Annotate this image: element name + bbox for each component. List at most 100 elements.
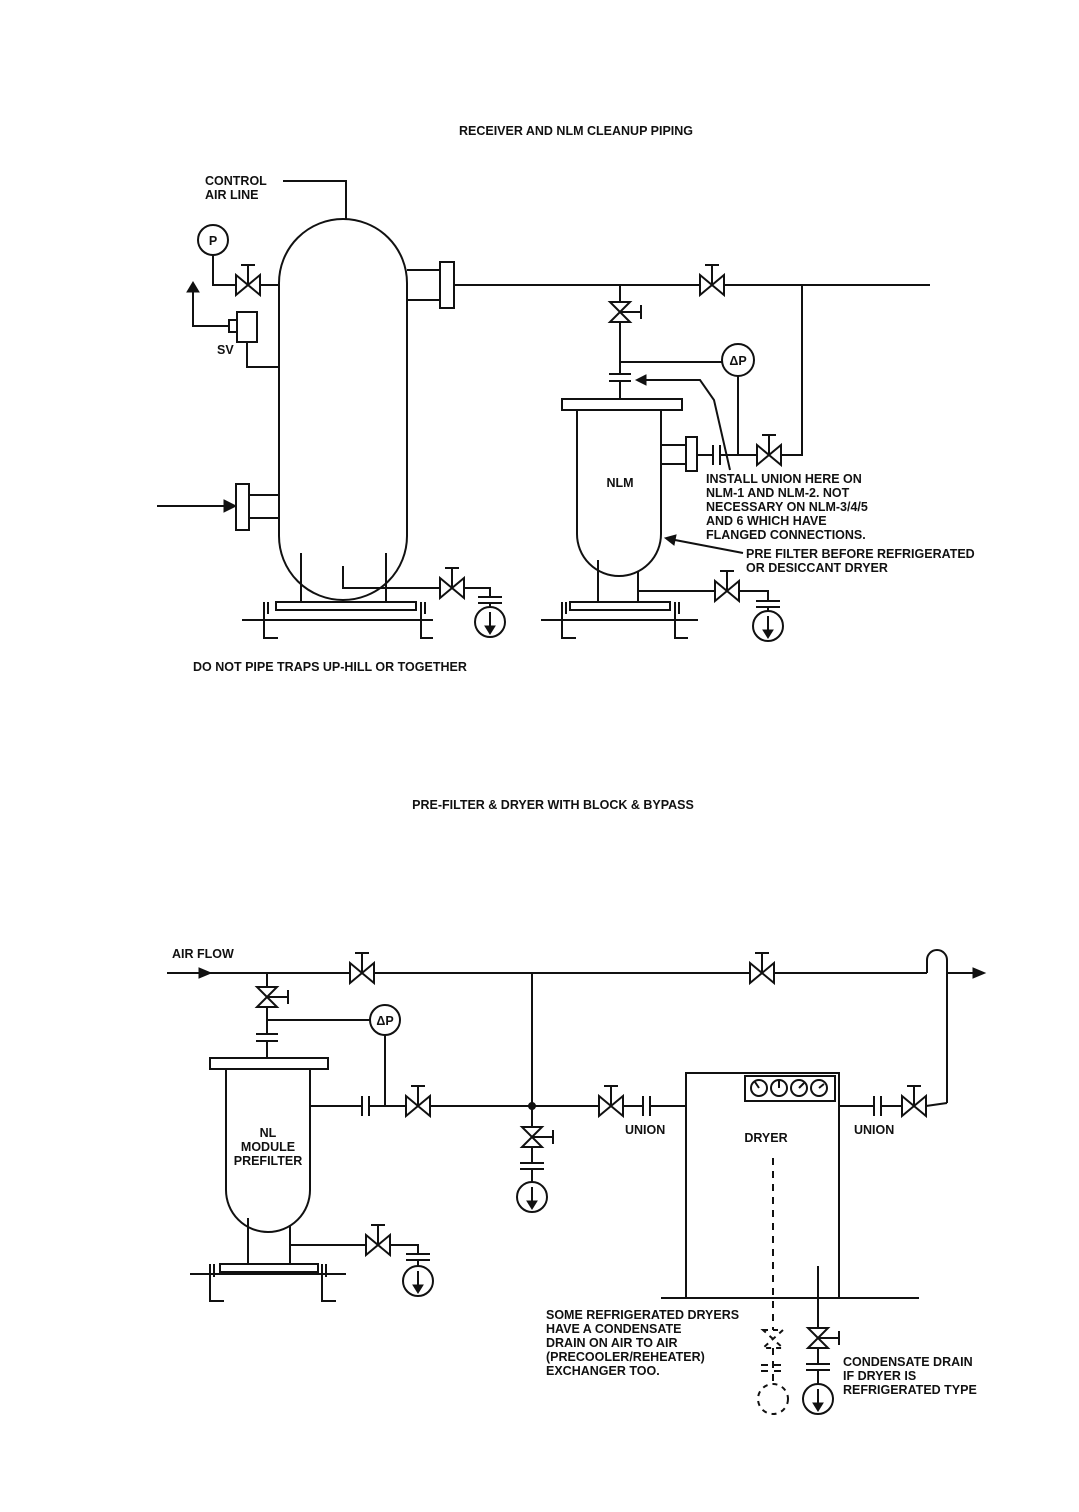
receiver-trap-arrow: [484, 625, 496, 635]
dryer-outlet-valve-stem: [907, 1085, 921, 1106]
nlm-inlet-union: [609, 322, 631, 399]
dryer-gauge-4-needle: [818, 1083, 825, 1089]
safety-valve-discharge: [192, 290, 229, 327]
top-title: RECEIVER AND NLM CLEANUP PIPING: [459, 124, 693, 138]
prefilter-dp-gauge-label: ΔP: [376, 1014, 393, 1028]
safety-valve-port: [228, 319, 238, 333]
receiver-tank: [278, 218, 408, 601]
dryer-label: DRYER: [744, 1131, 787, 1145]
air-flow-arrow: [198, 967, 213, 979]
drain-note-line-1: CONDENSATE DRAIN: [843, 1355, 973, 1369]
control-air-line-pipe: [283, 180, 347, 222]
prefilter-drain-line: [289, 1232, 366, 1246]
precooler-drain-valve-icon: [760, 1329, 786, 1349]
union-note-arrow: [634, 374, 647, 386]
dryer-gauge-1-needle: [754, 1081, 760, 1089]
dryer-cabinet: [685, 1072, 840, 1299]
nlm-outlet-flange: [685, 436, 698, 472]
condensate-trap-arrow: [812, 1402, 824, 1412]
prefilter-inlet-valve-stem: [267, 990, 289, 1004]
prefilter-foundation: [190, 1264, 346, 1302]
outlet-loop-line: [926, 949, 975, 1103]
prefilter-anchor: [213, 1264, 327, 1277]
low-point-drain-union: [520, 1147, 544, 1182]
receiver-base-plate: [275, 601, 417, 611]
prefilter-note-leader: [674, 539, 744, 554]
pressure-gauge-label: P: [209, 234, 217, 248]
nlm-dp-gauge-label: ΔP: [729, 354, 746, 368]
dryer-note-line-3: DRAIN ON AIR TO AIR: [546, 1336, 677, 1350]
union-note-line-3: NECESSARY ON NLM-3/4/5: [706, 500, 868, 514]
dryer-note-line-5: EXCHANGER TOO.: [546, 1364, 660, 1378]
union-note-line-1: INSTALL UNION HERE ON: [706, 472, 862, 486]
prefilter-legs: [247, 1218, 291, 1266]
prefilter-dryer-diagram: PRE-FILTER & DRYER WITH BLOCK & BYPASS A…: [167, 798, 987, 1415]
dryer-note-line-4: (PRECOOLER/REHEATER): [546, 1350, 705, 1364]
nlm-trap-arrow: [762, 629, 774, 639]
outlet-flange: [439, 261, 455, 309]
nlm-outlet-union: [697, 445, 757, 465]
nlm-foundation: [541, 602, 698, 639]
nlm-label: NLM: [606, 476, 633, 490]
prefilter-note-line-2: OR DESICCANT DRYER: [746, 561, 888, 575]
receiver-anchor: [267, 602, 426, 614]
dryer-gauges: [750, 1079, 828, 1097]
union-left-label: UNION: [625, 1123, 665, 1137]
prefilter-base-plate: [219, 1263, 319, 1273]
union-note-line-5: FLANGED CONNECTIONS.: [706, 528, 866, 542]
receiver-drain-line: [342, 566, 440, 589]
receiver-drain-union: [464, 587, 502, 607]
nlm-outlet-nozzle: [661, 444, 686, 465]
trap-note: DO NOT PIPE TRAPS UP-HILL OR TOGETHER: [193, 660, 467, 674]
nlm-legs: [597, 560, 639, 606]
precooler-trap-icon: [757, 1383, 789, 1415]
receiver-nlm-diagram: RECEIVER AND NLM CLEANUP PIPING CONTROL …: [157, 124, 975, 674]
receiver-drain-valve-stem: [445, 567, 459, 588]
prefilter-label-1: NL: [260, 1126, 277, 1140]
receiver-legs: [300, 553, 387, 606]
control-air-line-label-1: CONTROL: [205, 174, 267, 188]
prefilter-drain-union: [390, 1244, 430, 1266]
prefilter-label-3: PREFILTER: [234, 1154, 303, 1168]
condensate-drain-valve-stem: [818, 1331, 840, 1345]
prefilter-outlet-union: [310, 1096, 406, 1116]
dryer-inlet-union: [623, 1096, 686, 1116]
condensate-drain-union: [806, 1348, 830, 1384]
nlm-drain-union: [739, 590, 780, 611]
nlm-return-line: [781, 285, 803, 456]
prefilter-inlet-union: [256, 1007, 278, 1058]
prefilter-note-arrow: [663, 534, 677, 546]
dryer-note-line-1: SOME REFRIGERATED DRYERS: [546, 1308, 739, 1322]
prefilter-trap-arrow: [412, 1284, 424, 1294]
main-valve-stem: [705, 264, 719, 285]
inlet-arrow-icon: [223, 499, 238, 513]
outlet-arrow: [972, 967, 987, 979]
low-point-drain-valve-stem: [532, 1130, 554, 1144]
discharge-arrow-icon: [186, 281, 200, 293]
prefilter-note-line-1: PRE FILTER BEFORE REFRIGERATED: [746, 547, 975, 561]
bypass-valve-stem: [755, 952, 769, 973]
union-note-leader: [645, 379, 731, 471]
union-note-line-4: AND 6 WHICH HAVE: [706, 514, 827, 528]
dryer-outlet-line: [925, 1102, 948, 1107]
nlm-vessel: [576, 409, 662, 577]
inlet-flange: [235, 483, 250, 531]
inlet-nozzle: [249, 494, 279, 519]
prefilter-outlet-valve-stem: [411, 1085, 425, 1106]
prefilter-lid: [209, 1057, 329, 1070]
prefilter-vessel: [225, 1068, 311, 1233]
safety-valve-label: SV: [217, 343, 234, 357]
gauge-line: [212, 255, 279, 286]
nlm-lid: [561, 398, 683, 411]
nlm-base-plate: [569, 601, 671, 611]
drain-note-line-3: REFRIGERATED TYPE: [843, 1383, 977, 1397]
prefilter-drain-valve-stem: [371, 1224, 385, 1245]
nlm-outlet-valve-stem: [762, 434, 776, 455]
low-point-trap-arrow: [526, 1200, 538, 1210]
union-note-line-2: NLM-1 AND NLM-2. NOT: [706, 486, 850, 500]
dryer-note-line-2: HAVE A CONDENSATE: [546, 1322, 681, 1336]
union-right-label: UNION: [854, 1123, 894, 1137]
dryer-gauge-3-needle: [798, 1082, 805, 1089]
receiver-foundation: [242, 602, 433, 639]
